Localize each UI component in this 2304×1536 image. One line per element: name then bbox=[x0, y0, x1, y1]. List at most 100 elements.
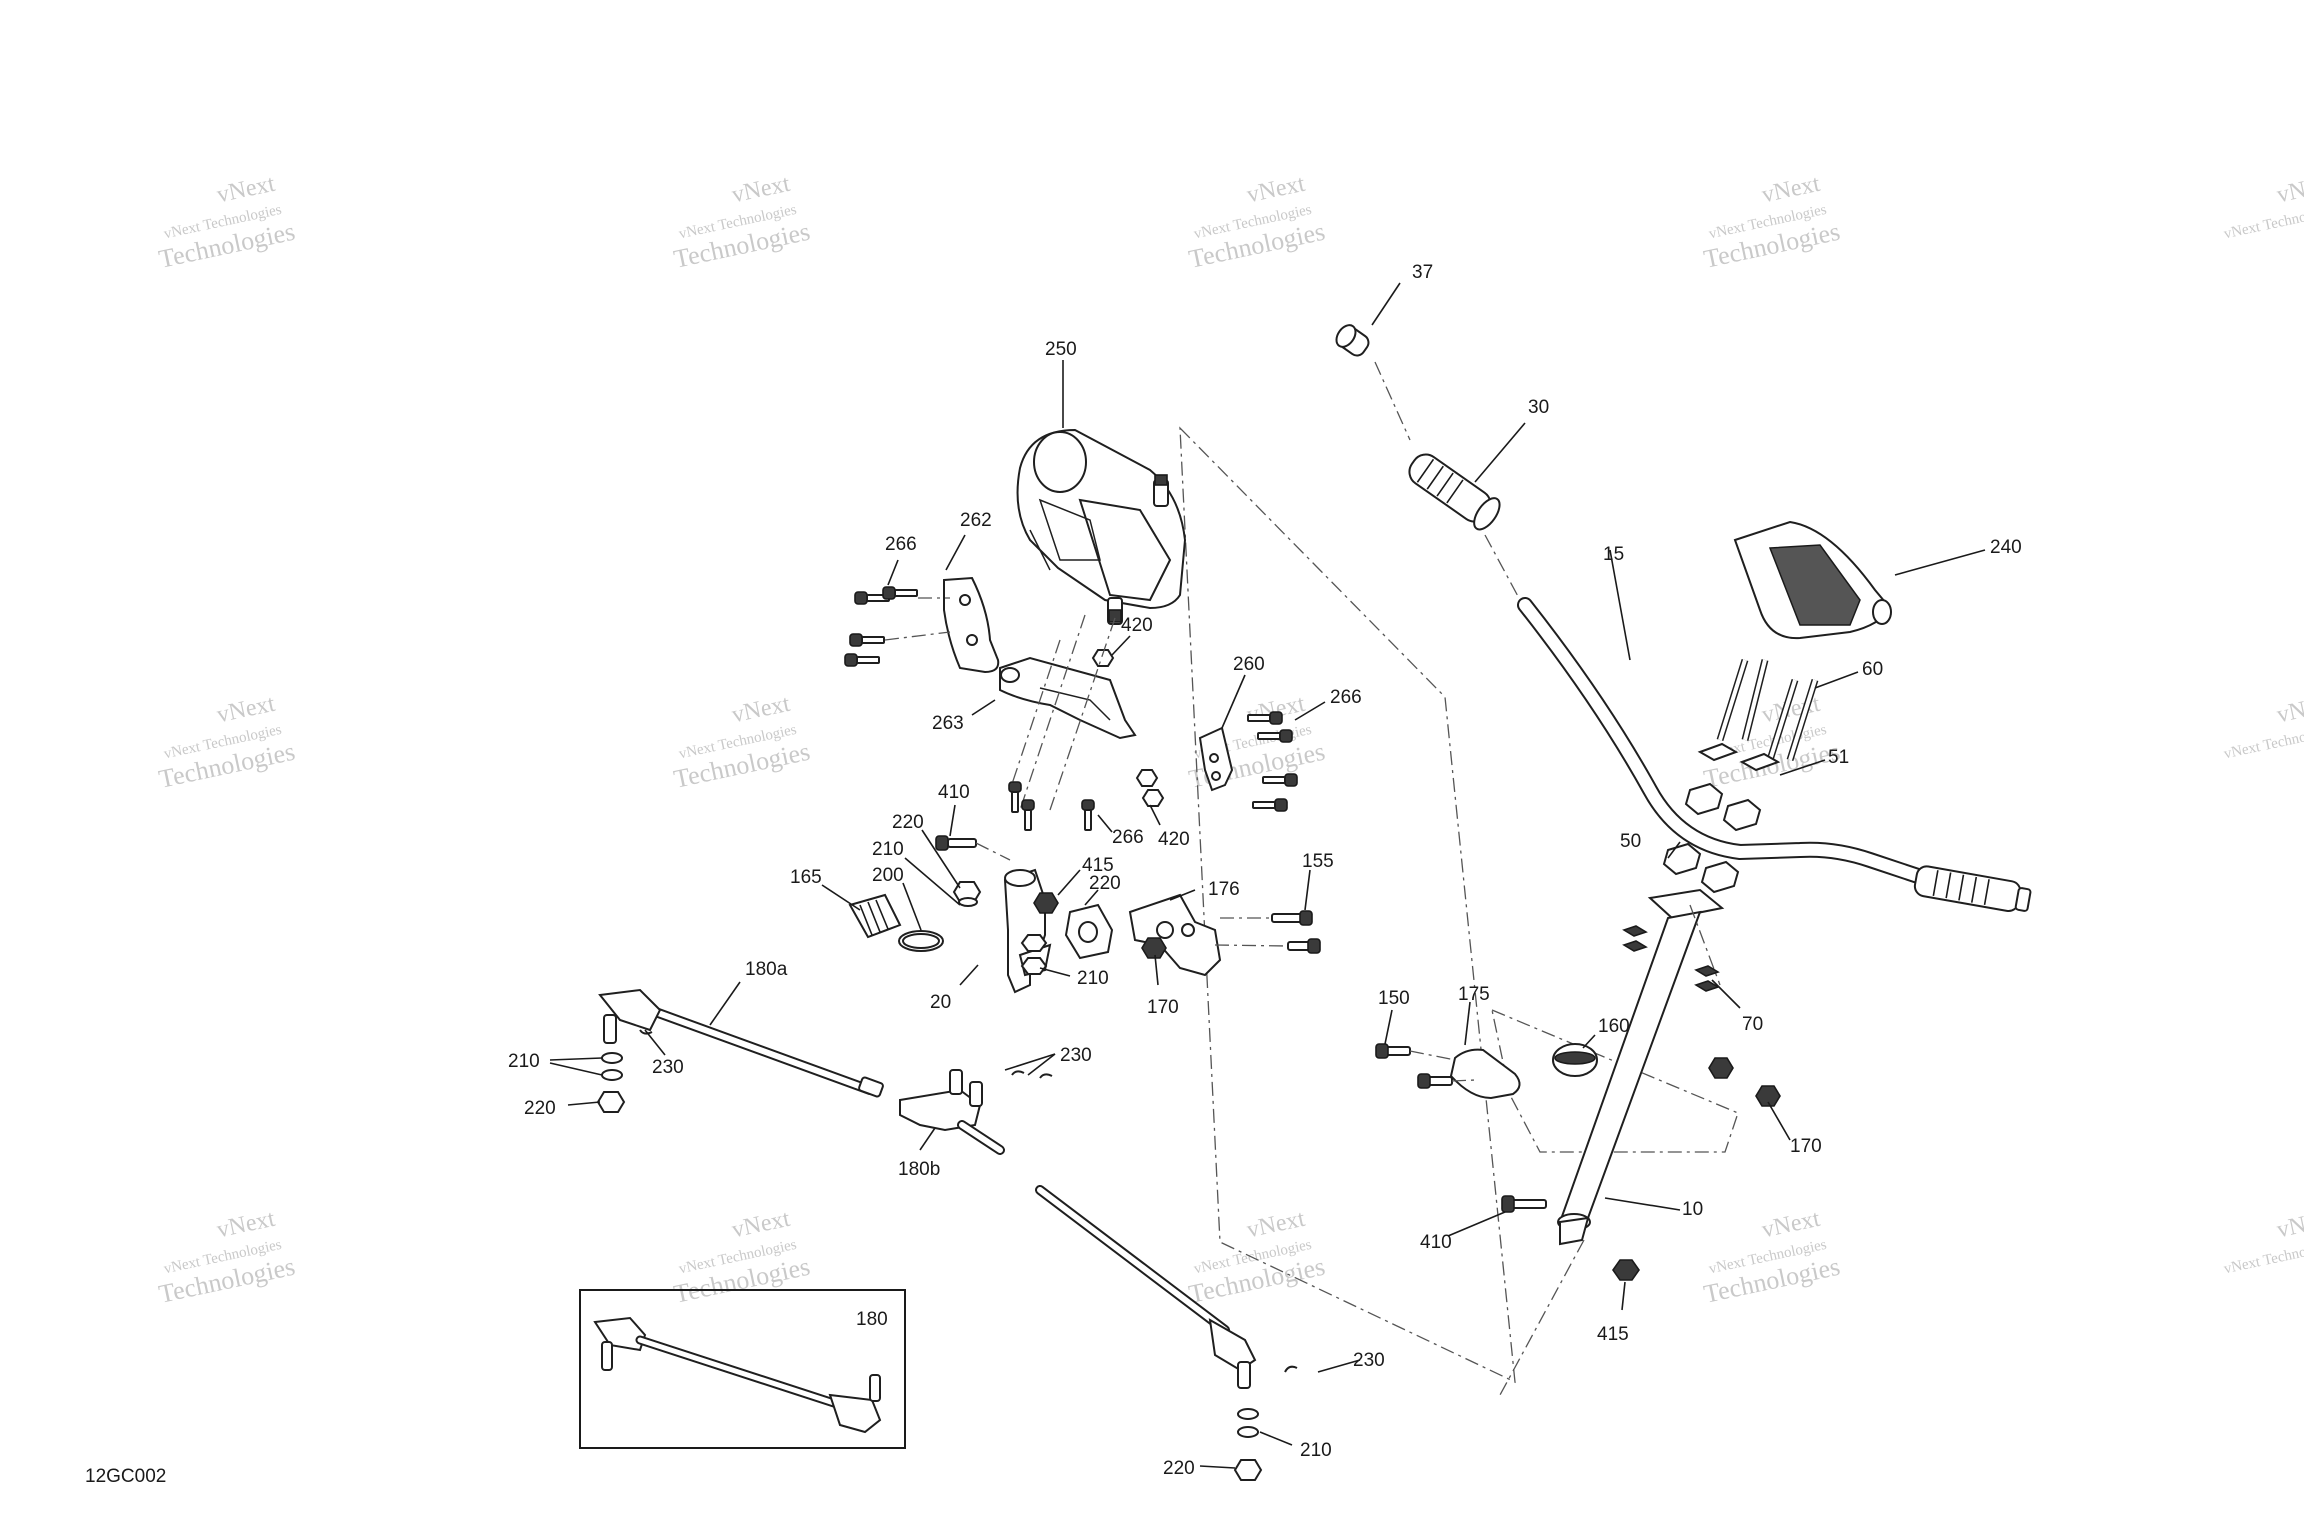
bushing bbox=[1552, 1043, 1598, 1077]
inset-tie-rod-assembly: 180 bbox=[579, 1289, 906, 1449]
callout-170: 170 bbox=[1790, 1136, 1822, 1157]
plug-axis bbox=[1374, 361, 1411, 441]
leader-lines bbox=[549, 282, 1986, 1469]
callout-230: 230 bbox=[652, 1057, 684, 1078]
watermark: vNext vNext Technologies bbox=[2222, 171, 2304, 243]
watermark-line1: vNext bbox=[1760, 1206, 1823, 1244]
callout-220: 220 bbox=[1163, 1458, 1195, 1479]
callout-262: 262 bbox=[960, 510, 992, 531]
callout-260: 260 bbox=[1233, 654, 1265, 675]
callout-15: 15 bbox=[1603, 544, 1624, 565]
callout-37: 37 bbox=[1412, 262, 1433, 283]
bolt-axis bbox=[884, 631, 951, 641]
callout-263: 263 bbox=[932, 713, 964, 734]
watermark: vNext vNext Technologies Technologies bbox=[156, 171, 297, 274]
mount-plate bbox=[999, 656, 1137, 740]
column-lower-hardware bbox=[1501, 1195, 1640, 1281]
callout-165: 165 bbox=[790, 867, 822, 888]
callout-180b: 180b bbox=[898, 1159, 940, 1180]
callout-220: 220 bbox=[524, 1098, 556, 1119]
left-bracket bbox=[943, 576, 1000, 674]
callout-410: 410 bbox=[938, 782, 970, 803]
idler-bolts bbox=[1214, 910, 1321, 954]
watermark-line1: vNext bbox=[730, 691, 793, 729]
column-alignment-line bbox=[1499, 1239, 1585, 1396]
callout-60: 60 bbox=[1862, 659, 1883, 680]
callout-240: 240 bbox=[1990, 537, 2022, 558]
callout-266: 266 bbox=[1112, 827, 1144, 848]
callout-200: 200 bbox=[872, 865, 904, 886]
column-nuts bbox=[1622, 925, 1720, 992]
callout-230: 230 bbox=[1353, 1350, 1385, 1371]
watermark-line2: vNext Technologies bbox=[2222, 722, 2304, 763]
clamp-bolts bbox=[1716, 658, 1819, 762]
watermark-line1: vNext bbox=[215, 1206, 278, 1244]
watermark: vNext vNext Technologies Technologies bbox=[1701, 171, 1842, 274]
callout-10: 10 bbox=[1682, 1199, 1703, 1220]
watermark: vNext vNext Technologies Technologies bbox=[671, 691, 812, 794]
watermark-line1: vNext bbox=[2275, 171, 2304, 209]
callout-420: 420 bbox=[1121, 615, 1153, 636]
callout-266: 266 bbox=[1330, 687, 1362, 708]
callout-230: 230 bbox=[1060, 1045, 1092, 1066]
watermark-line1: vNext bbox=[730, 171, 793, 209]
plate-bolts bbox=[1008, 781, 1095, 831]
watermark: vNext vNext Technologies Technologies bbox=[156, 1206, 297, 1309]
watermark: vNext vNext Technologies Technologies bbox=[1701, 691, 1842, 794]
nut bbox=[1141, 789, 1165, 807]
bolt bbox=[1417, 1073, 1453, 1089]
callout-160: 160 bbox=[1598, 1016, 1630, 1037]
right-grip bbox=[1913, 865, 2032, 913]
handlebar-clamps bbox=[1662, 742, 1781, 894]
housing bbox=[1064, 903, 1114, 960]
watermark: vNext vNext Technologies Technologies bbox=[1186, 691, 1327, 794]
watermark: vNext vNext Technologies Technologies bbox=[156, 691, 297, 794]
bracket-bolts-right bbox=[1247, 711, 1298, 812]
watermark-line2: vNext Technologies bbox=[2222, 1237, 2304, 1278]
callout-415: 415 bbox=[1082, 855, 1114, 876]
nut bbox=[1141, 937, 1167, 959]
callout-170: 170 bbox=[1147, 997, 1179, 1018]
bolt bbox=[1375, 1043, 1411, 1059]
watermark-line1: vNext bbox=[215, 171, 278, 209]
column-bracket-group bbox=[1375, 1043, 1781, 1107]
bolt-axis bbox=[1451, 1079, 1476, 1082]
callout-420: 420 bbox=[1158, 829, 1190, 850]
nut bbox=[1033, 892, 1059, 914]
watermark-line2: vNext Technologies bbox=[2222, 202, 2304, 243]
callout-210: 210 bbox=[1077, 968, 1109, 989]
bracket-bolts-left bbox=[844, 586, 951, 667]
inset-frame bbox=[579, 1289, 906, 1449]
bellows bbox=[848, 893, 902, 939]
callouts: 37 30 250 262 266 420 260 266 263 266 42… bbox=[508, 262, 2022, 1479]
watermark: vNext vNext Technologies Technologies bbox=[1701, 1206, 1842, 1309]
inset-label: 180 bbox=[856, 1309, 888, 1330]
watermark-line1: vNext bbox=[1245, 1206, 1308, 1244]
watermark: vNext vNext Technologies Technologies bbox=[1186, 1206, 1327, 1309]
watermark-line1: vNext bbox=[730, 1206, 793, 1244]
callout-150: 150 bbox=[1378, 988, 1410, 1009]
handlebar-group bbox=[1335, 324, 2032, 1246]
watermark: vNext vNext Technologies bbox=[2222, 691, 2304, 763]
callout-210: 210 bbox=[1300, 1440, 1332, 1461]
watermark: vNext vNext Technologies Technologies bbox=[671, 171, 812, 274]
bolt bbox=[1501, 1195, 1547, 1213]
callout-266: 266 bbox=[885, 534, 917, 555]
watermark: vNext vNext Technologies Technologies bbox=[671, 1206, 812, 1309]
grip-axis bbox=[1484, 534, 1521, 601]
bar-end-plug bbox=[1335, 324, 1370, 357]
callout-180a: 180a bbox=[745, 959, 788, 980]
callout-250: 250 bbox=[1045, 339, 1077, 360]
power-steering-unit bbox=[1016, 428, 1187, 625]
tie-rod-long-hardware bbox=[1233, 1408, 1263, 1481]
watermark: vNext vNext Technologies Technologies bbox=[1186, 171, 1327, 274]
callout-210: 210 bbox=[508, 1051, 540, 1072]
nut bbox=[1020, 957, 1048, 975]
washer bbox=[958, 897, 978, 907]
idler-bracket bbox=[1128, 893, 1222, 977]
o-ring bbox=[898, 930, 944, 952]
callout-51: 51 bbox=[1828, 747, 1849, 768]
watermark-line1: vNext bbox=[2275, 1206, 2304, 1244]
tie-rod-long bbox=[1035, 1185, 1298, 1389]
